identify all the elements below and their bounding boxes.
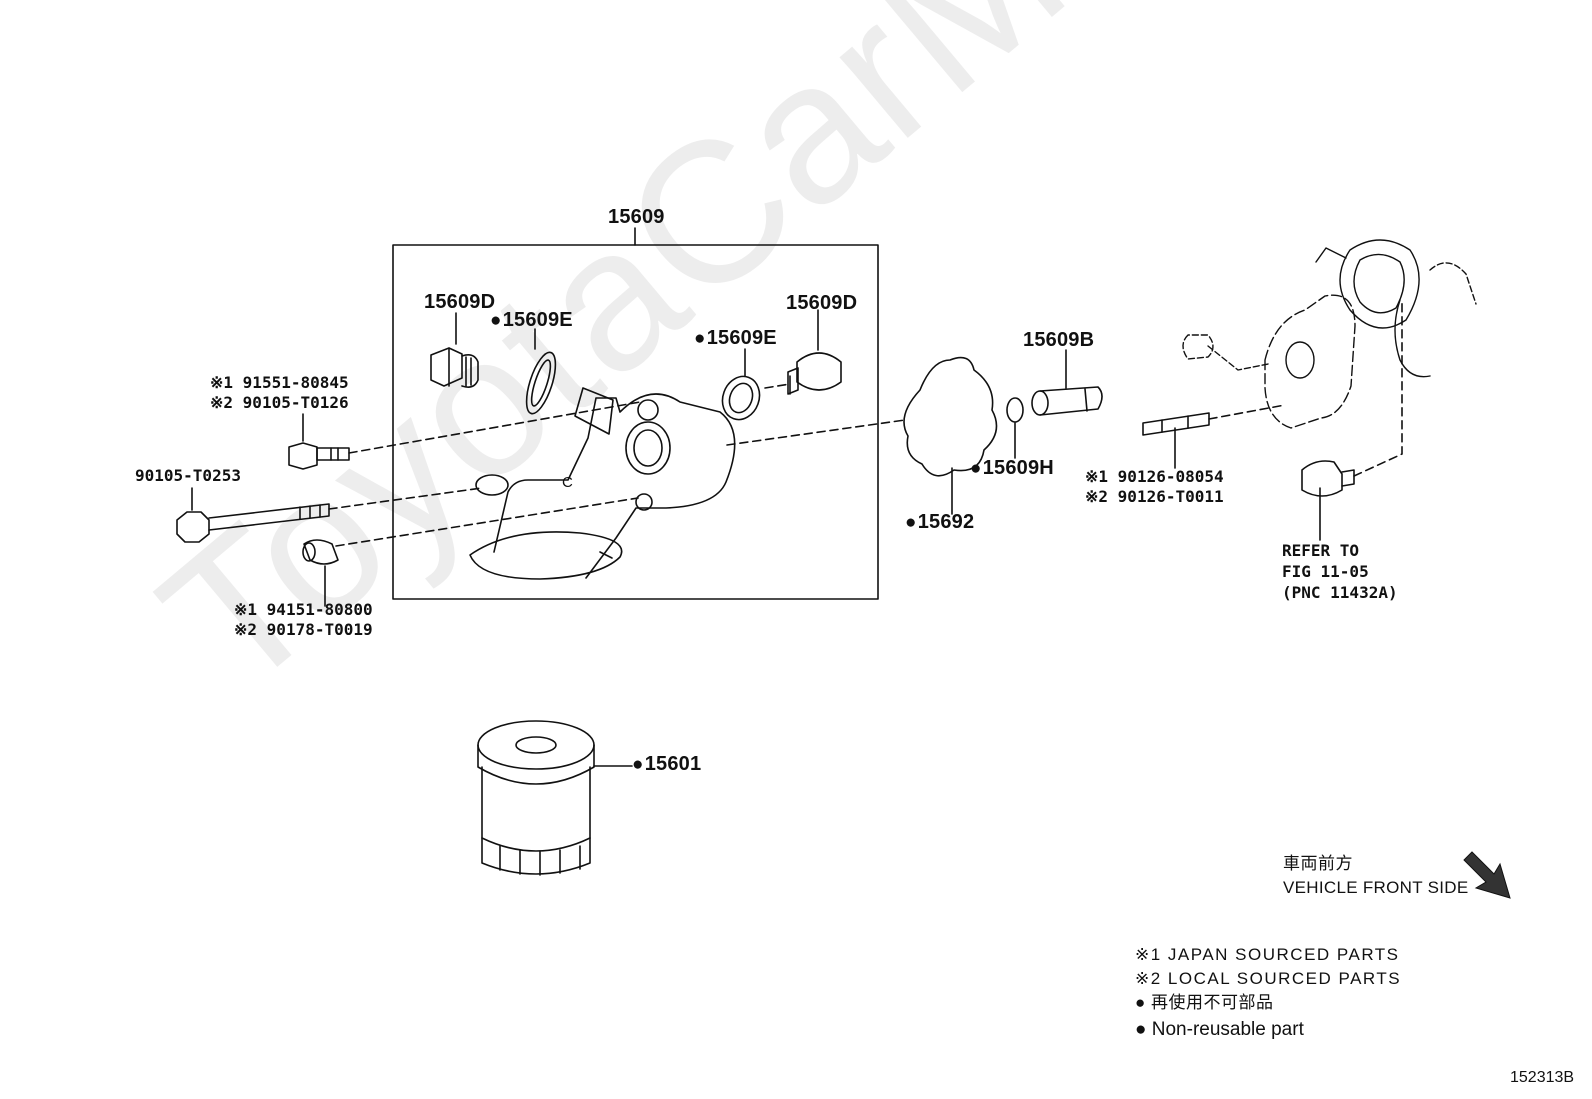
oil-filter-bracket-icon: C xyxy=(469,387,736,580)
oil-filter-icon xyxy=(477,720,595,876)
label-15609e-right: 15609E xyxy=(694,328,777,348)
label-15692: 15692 xyxy=(905,512,974,532)
legend-nonreusable-jp-text: 再使用不可部品 xyxy=(1151,993,1274,1012)
gasket-15609e-right-icon xyxy=(721,375,761,421)
bolt-top-code-2: ※2 90105-T0126 xyxy=(210,393,349,412)
gasket-15609e-left-icon xyxy=(525,351,557,415)
refer-line-1: REFER TO xyxy=(1282,541,1360,560)
stud-code-2: ※2 90126-T0011 xyxy=(1085,487,1224,506)
collar-code-1: ※1 94151-80800 xyxy=(234,600,373,619)
bolt-top-code-1: ※1 91551-80845 xyxy=(210,373,349,392)
stud-bolt-icon xyxy=(1142,412,1210,436)
assembly-label: 15609 xyxy=(608,206,665,228)
legend-nonreusable-en: ● Non-reusable part xyxy=(1135,1016,1304,1044)
label-15609e-left: 15609E xyxy=(490,310,573,330)
figure-code: 152313B xyxy=(1510,1069,1575,1086)
oring-15609h-icon xyxy=(1006,397,1024,423)
label-15609b: 15609B xyxy=(1023,329,1095,351)
direction-jp: 車両前方 xyxy=(1283,854,1353,873)
refer-line-3: (PNC 11432A) xyxy=(1282,583,1398,602)
bolt-long-code: 90105-T0253 xyxy=(135,466,241,485)
plug-15609d-right-icon xyxy=(787,352,842,395)
legend-local: ※2 LOCAL SOURCED PARTS xyxy=(1135,969,1402,988)
collar-icon xyxy=(302,539,339,565)
legend-dot-icon: ● xyxy=(1135,1019,1147,1040)
label-15609d-left: 15609D xyxy=(424,291,496,313)
label-15601: 15601 xyxy=(632,754,701,774)
legend-dot-icon: ● xyxy=(1135,993,1146,1012)
plug-15609d-left-icon xyxy=(430,347,479,388)
bolt-long-icon xyxy=(176,503,330,543)
direction-en: VEHICLE FRONT SIDE xyxy=(1283,878,1469,897)
front-direction-arrow-icon xyxy=(1463,851,1511,899)
label-15609h: 15609H xyxy=(970,458,1054,478)
legend-nonreusable-en-text: Non-reusable part xyxy=(1151,1019,1304,1040)
pipe-15609b-icon xyxy=(1031,386,1103,416)
legend-nonreusable-jp: ● 再使用不可部品 xyxy=(1135,991,1274,1016)
legend-japan: ※1 JAPAN SOURCED PARTS xyxy=(1135,945,1400,964)
label-15609d-right: 15609D xyxy=(786,292,858,314)
refer-plug-icon xyxy=(1301,460,1355,497)
bolt-top-icon xyxy=(288,442,350,470)
gasket-15692-icon xyxy=(903,356,998,477)
engine-block-icon xyxy=(1182,239,1477,429)
stud-code-1: ※1 90126-08054 xyxy=(1085,467,1224,486)
collar-code-2: ※2 90178-T0019 xyxy=(234,620,373,639)
refer-line-2: FIG 11-05 xyxy=(1282,562,1369,581)
svg-text:C: C xyxy=(562,474,573,491)
